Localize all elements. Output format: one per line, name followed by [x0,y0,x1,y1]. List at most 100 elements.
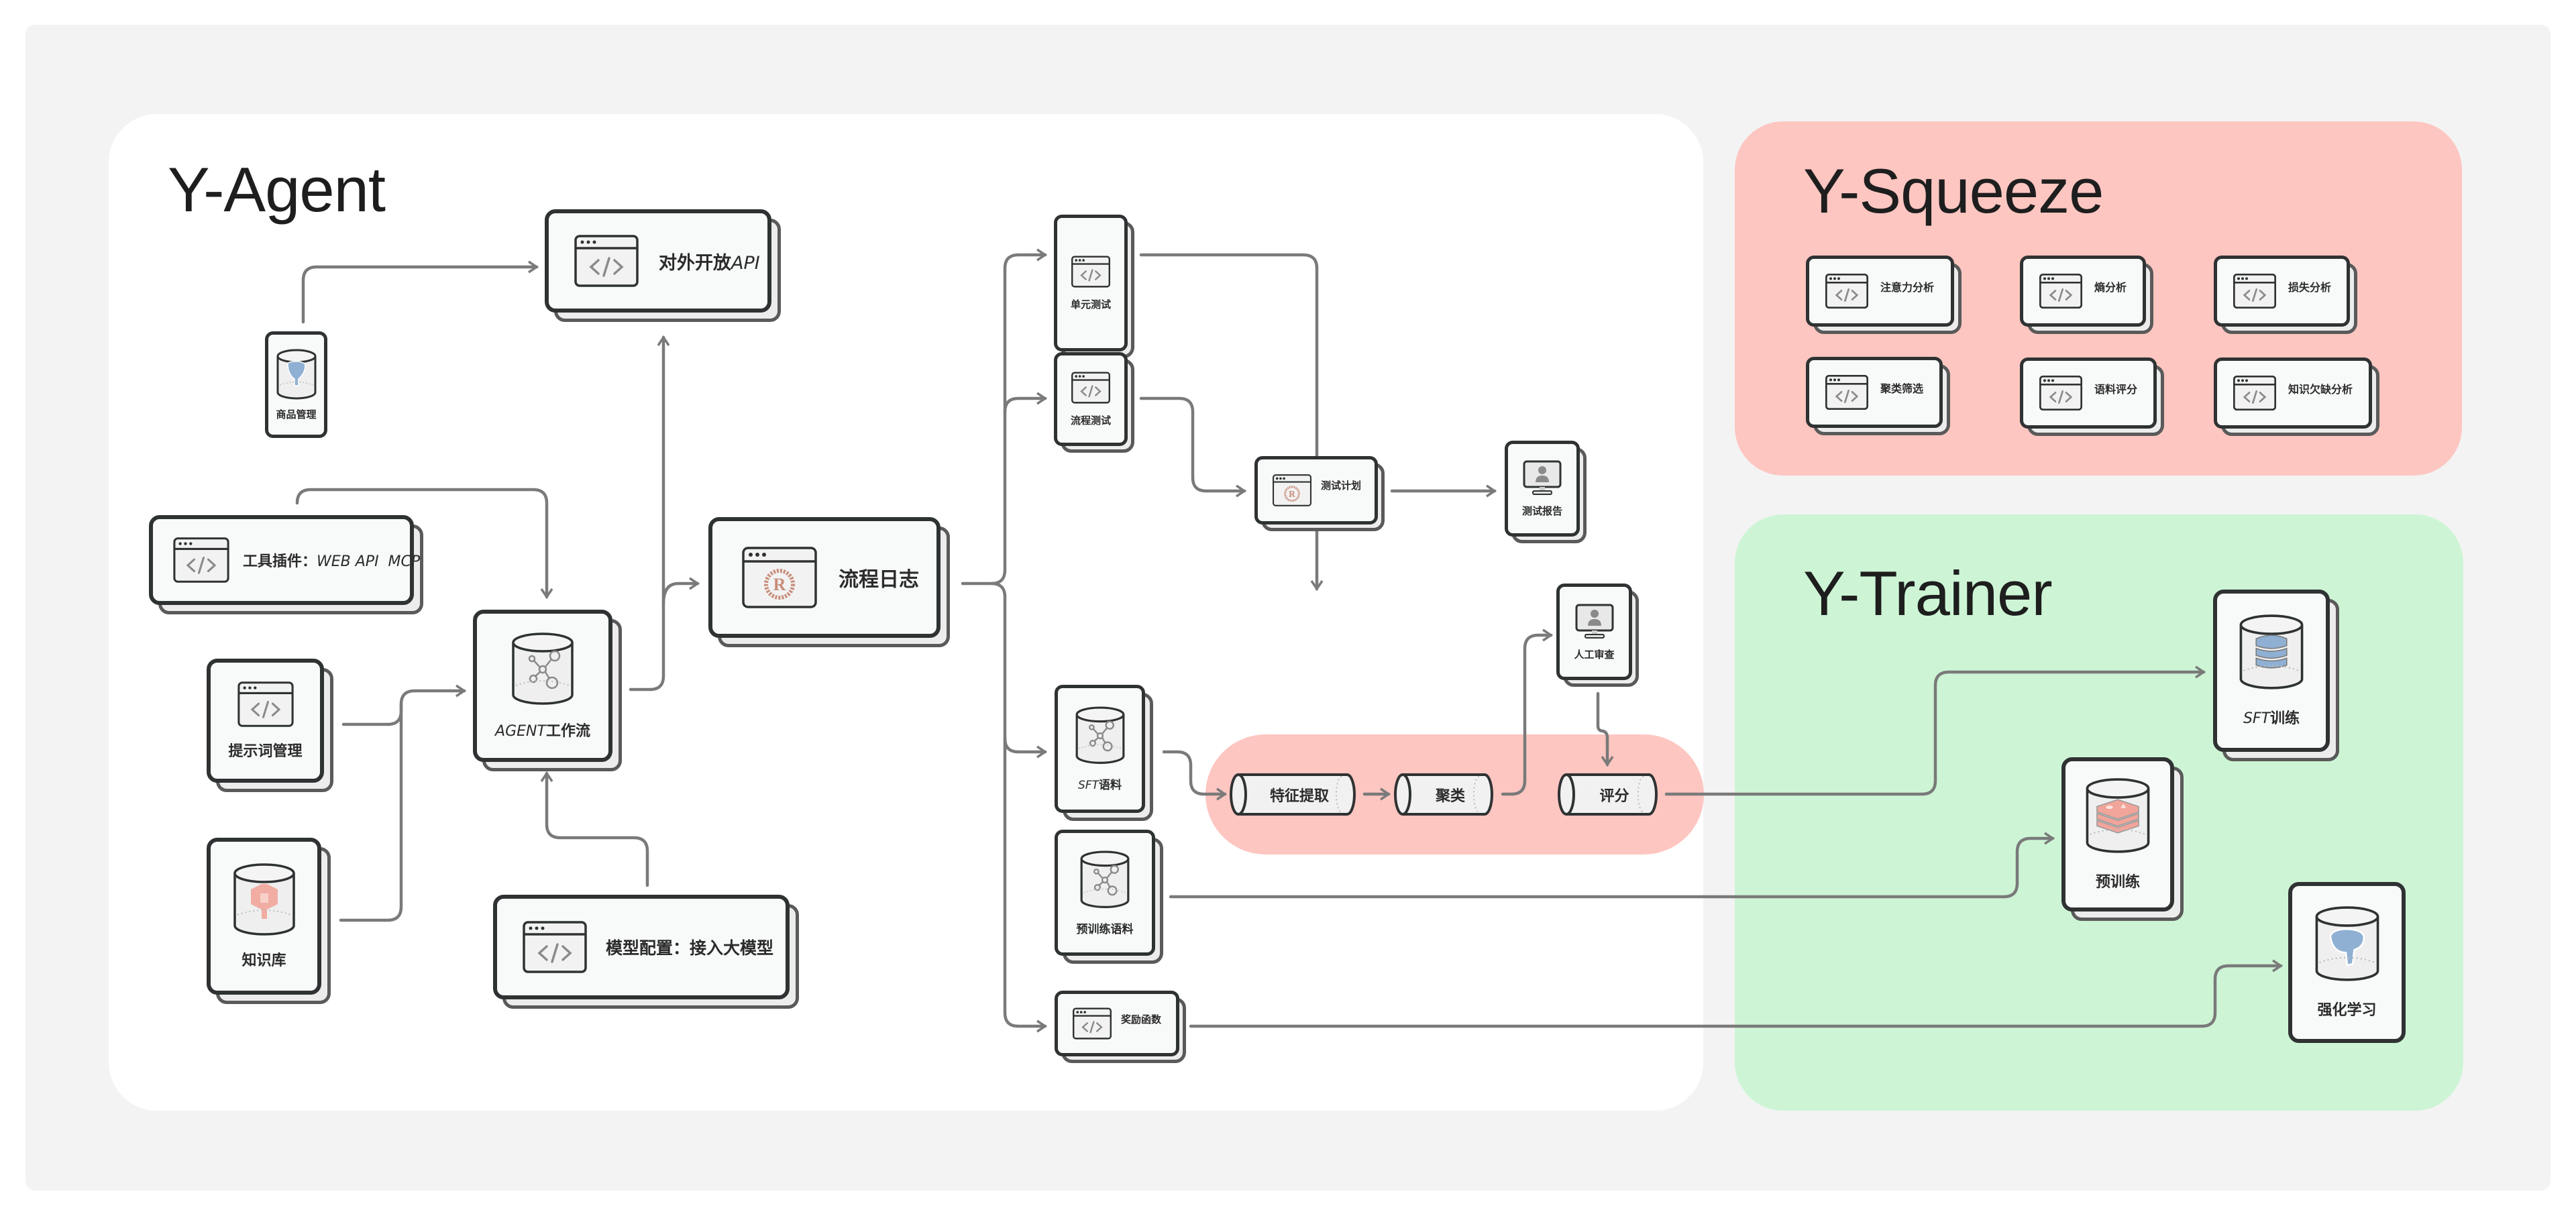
node-knowledge-base[interactable]: 知识库 [207,838,331,1004]
postgres-database-icon [276,349,316,400]
edge-flowtest-to-testplan [1139,396,1247,498]
node-unit-test-label: 单元测试 [1070,298,1111,311]
node-tool-plugins-label: 工具插件：WEB API MCP [243,553,421,570]
postgres-database-icon [2315,906,2379,981]
code-window-icon [2233,376,2276,410]
node-tool-plugins[interactable]: 工具插件：WEB API MCP [149,515,423,614]
node-goods-management[interactable]: 商品管理 [265,331,327,438]
cylinder-shape [1230,773,1356,816]
graph-database-icon [512,632,574,705]
squeeze-item-label: 注意力分析 [1880,281,1935,294]
node-human-review[interactable]: 人工审查 [1556,584,1639,687]
edge-prompt-to-workflow [341,684,467,726]
node-pretrain-corpus-label: 预训练语料 [1076,922,1134,936]
node-flow-log[interactable]: R 流程日志 [708,517,950,647]
edge-workflow-to-api [629,335,670,692]
code-window-icon [2039,274,2082,309]
node-knowledge-label: 知识库 [241,952,286,969]
code-window-icon [173,537,229,583]
aws-s3-database-icon [233,863,295,936]
pipeline-step-feature-extraction[interactable]: 特征提取 [1229,773,1356,816]
pipeline-step-label: 聚类 [1435,787,1465,805]
svg-text:R: R [1289,489,1295,499]
squeeze-item-label: 知识欠缺分析 [2288,383,2353,396]
svg-text:R: R [773,575,786,594]
node-workflow-label: AGENT工作流 [495,722,590,740]
code-window-icon [1073,1007,1112,1040]
node-pretraining[interactable]: 预训练 [2061,757,2184,921]
node-test-plan[interactable]: R 测试计划 [1254,456,1385,531]
edge-reward-to-rl [1189,959,2284,1028]
monitor-user-icon [1523,460,1562,495]
code-window-icon [1071,371,1110,404]
edge-flowlog-to-flowtest [1003,392,1048,414]
node-open-api-label: 对外开放API [659,252,760,274]
pipeline-step-clustering[interactable]: 聚类 [1393,773,1494,816]
edge-pretraincorpus-to-pretrain [1169,832,2055,899]
edge-knowledge-to-workflow [339,702,403,922]
node-reinforcement-learning[interactable]: 强化学习 [2288,882,2406,1043]
node-model-config[interactable]: 模型配置：接入大模型 [493,895,799,1009]
node-flow-log-label: 流程日志 [839,568,919,592]
y-trainer-title: Y-Trainer [1803,558,2053,628]
edge-workflow-to-flowlog [661,577,700,606]
node-test-report[interactable]: 测试报告 [1505,441,1587,543]
y-squeeze-title: Y-Squeeze [1803,156,2104,226]
node-open-api[interactable]: 对外开放API [545,209,781,322]
squeeze-item-label: 聚类筛选 [1880,382,1924,395]
cylinder-shape [1394,773,1493,816]
code-window-icon [2233,274,2276,309]
node-sft-corpus-label: SFT语料 [1078,779,1122,792]
squeeze-item-label: 损失分析 [2288,281,2332,294]
node-test-plan-label: 测试计划 [1321,479,1362,492]
node-sft-corpus[interactable]: SFT语料 [1055,685,1153,821]
code-window-icon [523,921,587,973]
squeeze-item-loss-analysis[interactable]: 损失分析 [2214,256,2357,334]
node-sft-training[interactable]: SFT训练 [2213,590,2339,761]
rust-window-icon: R [742,547,817,608]
node-human-review-label: 人工审查 [1574,648,1615,661]
node-rl-label: 强化学习 [2317,1002,2377,1019]
code-window-icon [237,681,294,727]
edge-review-to-score [1596,692,1614,767]
edge-flowlog-to-sft [1003,736,1048,759]
code-window-icon [1071,255,1110,288]
code-window-icon [2039,376,2082,410]
edge-model-to-workflow [540,771,649,887]
edge-unittest-to-testplan [1139,253,1324,592]
edge-goods-to-api [301,260,539,324]
rust-window-icon: R [1273,474,1311,506]
code-window-icon [574,235,639,287]
node-unit-test[interactable]: 单元测试 [1054,215,1134,358]
squeeze-item-knowledge-gap-analysis[interactable]: 知识欠缺分析 [2214,357,2379,436]
edge-score-to-sfttrain [1664,665,2206,796]
y-agent-title: Y-Agent [168,154,386,225]
edge-cluster-to-review [1501,628,1554,796]
layered-database-icon [2239,614,2304,689]
node-sft-training-label: SFT训练 [2243,710,2300,727]
monitor-user-icon [1575,604,1613,639]
node-prompt-management[interactable]: 提示词管理 [207,659,333,792]
pipeline-step-scoring[interactable]: 评分 [1557,773,1658,816]
code-window-icon [1825,274,1868,309]
edge-sftcorpus-to-feature [1162,750,1228,801]
pipeline-step-label: 评分 [1599,787,1629,805]
node-flow-test[interactable]: 流程测试 [1054,352,1134,453]
redis-database-icon [2086,778,2150,853]
node-pretraining-label: 预训练 [2095,874,2140,891]
edge-tools-to-workflow [295,488,553,600]
squeeze-item-entropy-analysis[interactable]: 熵分析 [2020,256,2153,334]
node-reward-function[interactable]: 奖励函数 [1055,991,1186,1063]
node-agent-workflow[interactable]: AGENT工作流 [473,610,622,771]
cylinder-shape [1558,773,1658,816]
edge-flowlog-trunk [961,248,1048,586]
node-goods-label: 商品管理 [276,408,317,421]
node-prompt-label: 提示词管理 [228,742,303,760]
squeeze-item-cluster-filtering[interactable]: 聚类筛选 [1806,357,1950,435]
code-window-icon [1825,375,1868,410]
squeeze-item-corpus-scoring[interactable]: 语料评分 [2020,357,2164,436]
node-flow-test-label: 流程测试 [1070,414,1111,427]
node-pretrain-corpus[interactable]: 预训练语料 [1055,830,1163,964]
squeeze-item-attention-analysis[interactable]: 注意力分析 [1806,256,1962,334]
